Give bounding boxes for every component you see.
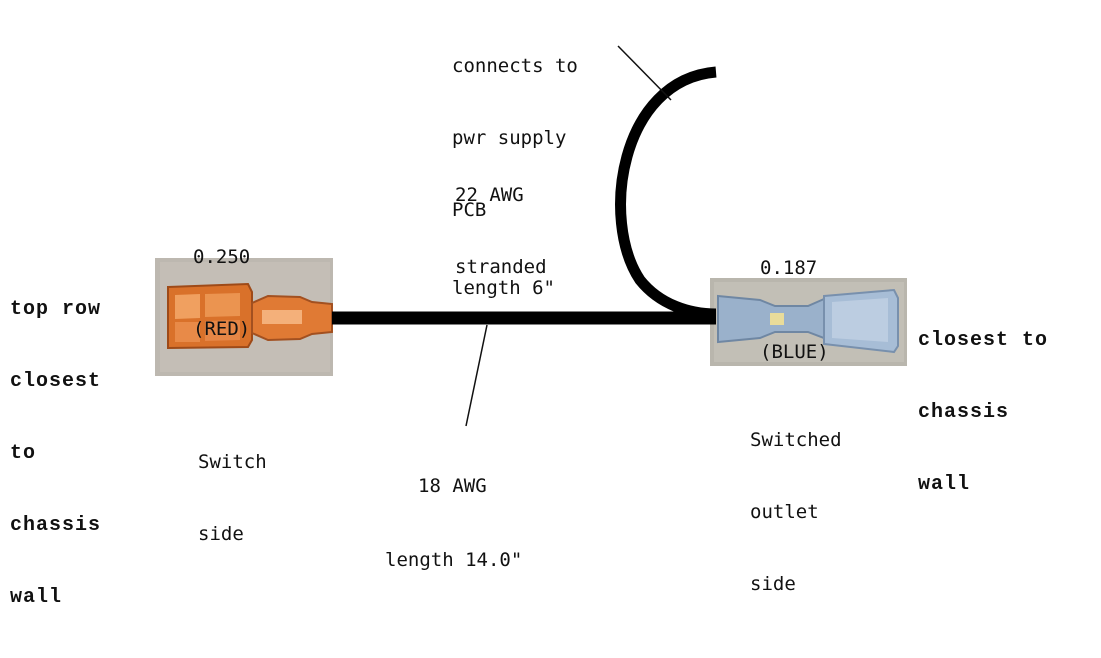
pwr-supply-label: connects to pwr supply PCB length 6" — [452, 55, 578, 299]
wire-22awg — [615, 66, 717, 320]
right-position-label: closest to chassis wall — [918, 329, 1049, 496]
left-position-label: top row closest to chassis wall — [10, 298, 102, 609]
awg22-label: 22 AWG stranded — [455, 184, 547, 278]
wiring-diagram: connects to pwr supply PCB length 6" 22 … — [10, 45, 1048, 609]
awg18-label: 18 AWG length 14.0" — [385, 475, 523, 571]
switch-side-label: Switch side — [198, 451, 267, 545]
red-terminal-size-label: 0.250 (RED) — [193, 246, 251, 340]
switched-outlet-side-label: Switched outlet side — [750, 429, 842, 595]
blue-terminal-size-label: 0.187 (BLUE) — [760, 257, 829, 363]
wire-drawing — [155, 45, 907, 427]
blue-terminal-photo — [710, 278, 907, 366]
leader-18awg — [465, 324, 488, 427]
leader-pwr-supply — [617, 45, 672, 101]
red-terminal-photo — [155, 258, 333, 376]
